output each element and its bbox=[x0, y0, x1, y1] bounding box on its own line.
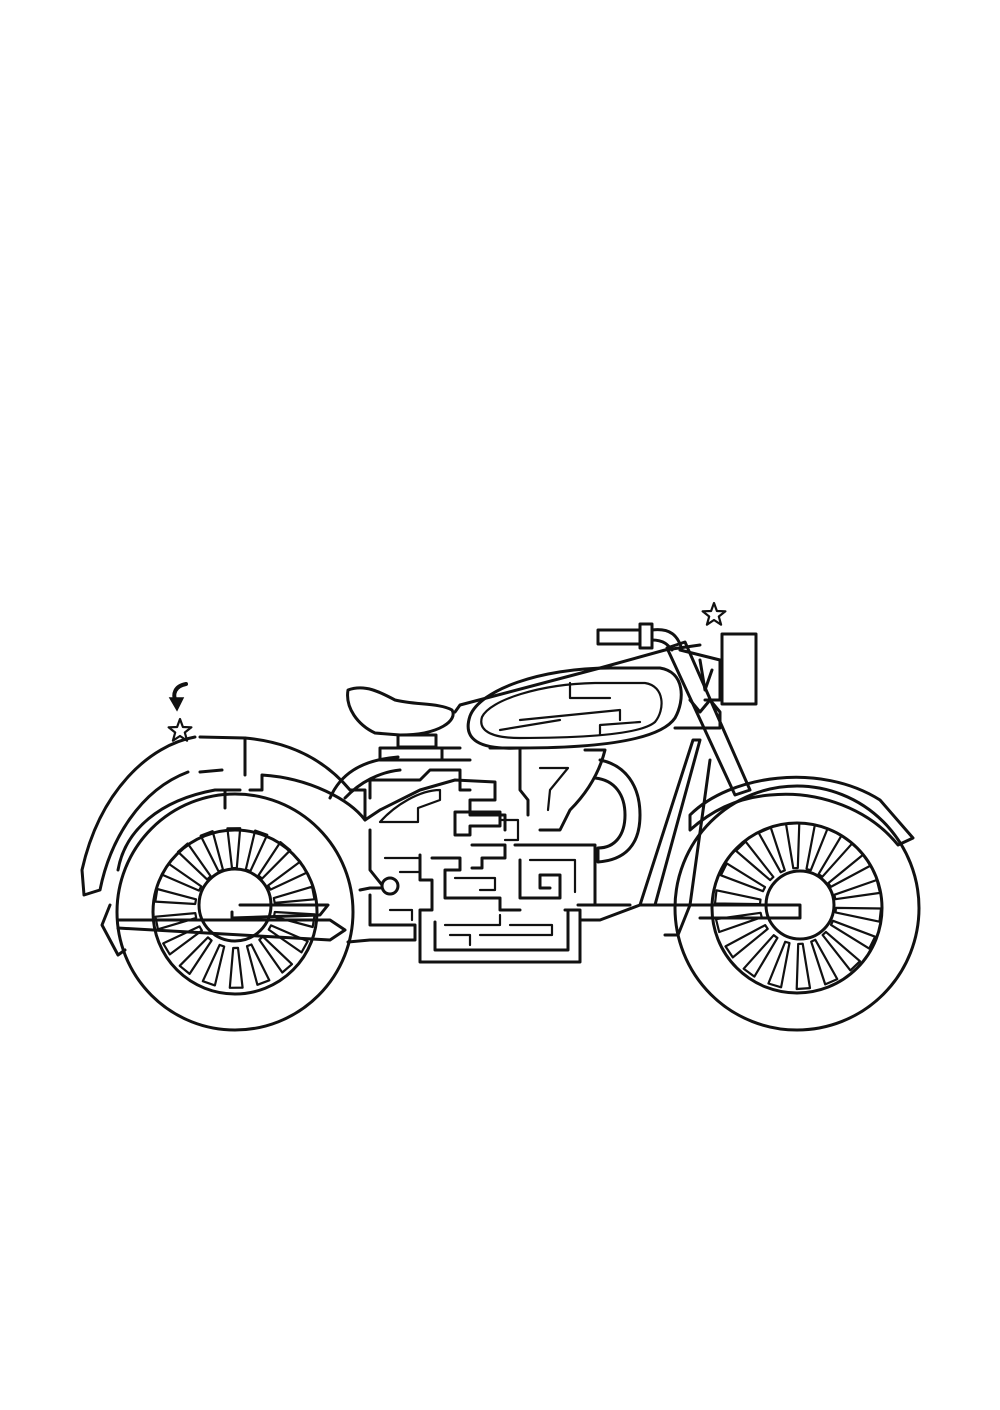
spoke bbox=[734, 840, 775, 882]
frame bbox=[328, 643, 722, 800]
spoke bbox=[827, 853, 872, 888]
rear-wheel bbox=[115, 792, 355, 1032]
engine-block bbox=[346, 746, 642, 964]
spoke bbox=[757, 826, 786, 874]
front-spokes bbox=[713, 821, 883, 991]
seat bbox=[346, 686, 455, 762]
spoke bbox=[176, 842, 212, 881]
spoke bbox=[272, 885, 316, 904]
curved-arrow-down-icon bbox=[168, 682, 188, 712]
fuel-tank bbox=[466, 666, 683, 750]
front-fender bbox=[688, 775, 915, 847]
spoke bbox=[257, 841, 292, 880]
front-tire-outer bbox=[673, 784, 921, 1032]
spoke bbox=[162, 925, 203, 956]
spoke bbox=[795, 942, 812, 991]
spoke bbox=[161, 862, 203, 892]
finish-marker[interactable] bbox=[701, 601, 727, 626]
spoke bbox=[829, 919, 877, 950]
front-wheel bbox=[673, 784, 921, 1032]
spoke bbox=[767, 940, 791, 989]
rear-spokes bbox=[154, 827, 316, 989]
spoke bbox=[267, 924, 309, 954]
spoke bbox=[178, 936, 213, 975]
spoke bbox=[821, 930, 862, 972]
spoke bbox=[199, 830, 225, 873]
spoke bbox=[154, 912, 198, 931]
spoke bbox=[742, 934, 779, 978]
spoke bbox=[201, 943, 226, 987]
rear-tire-inner bbox=[151, 828, 319, 996]
spoke bbox=[833, 878, 882, 901]
spoke bbox=[810, 938, 839, 986]
star-icon bbox=[701, 601, 727, 626]
handlebar bbox=[596, 622, 684, 652]
spoke bbox=[154, 887, 198, 906]
spoke bbox=[245, 943, 271, 986]
spoke bbox=[226, 827, 242, 870]
rear-tire-outer bbox=[115, 792, 355, 1032]
spoke bbox=[714, 911, 763, 934]
headlight bbox=[698, 632, 758, 706]
spoke bbox=[784, 821, 801, 870]
spoke bbox=[713, 889, 762, 906]
spoke bbox=[817, 834, 854, 878]
star-icon bbox=[167, 717, 193, 742]
spoke bbox=[724, 924, 769, 959]
start-marker[interactable] bbox=[167, 682, 193, 742]
spoke bbox=[228, 946, 244, 989]
spoke bbox=[267, 860, 308, 891]
spoke bbox=[805, 823, 829, 872]
swing-arm bbox=[116, 903, 802, 942]
spoke bbox=[719, 862, 767, 893]
spoke bbox=[244, 829, 269, 873]
rear-fender bbox=[80, 735, 367, 957]
spoke bbox=[834, 906, 883, 923]
spoke bbox=[258, 935, 294, 974]
